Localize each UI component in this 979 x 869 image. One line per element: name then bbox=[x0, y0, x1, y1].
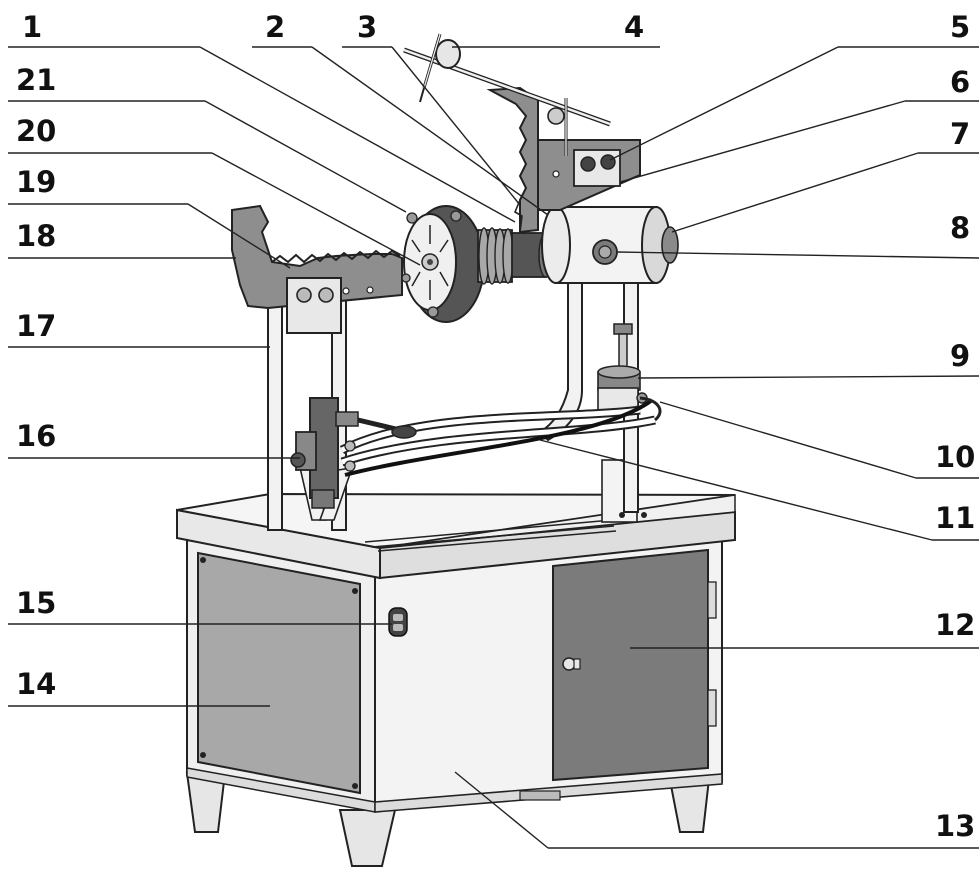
label-3: 3 bbox=[357, 10, 377, 44]
leader-line-10-diag bbox=[659, 401, 917, 479]
leader-line-11-diag bbox=[539, 439, 933, 541]
label-20: 20 bbox=[16, 114, 56, 148]
label-5: 5 bbox=[950, 10, 970, 44]
door-lock-icon bbox=[562, 657, 581, 671]
label-12: 12 bbox=[935, 608, 975, 642]
control-valve bbox=[290, 397, 417, 509]
leader-line-21-diag bbox=[204, 100, 407, 213]
label-2: 2 bbox=[265, 10, 285, 44]
leader-line-3-diag bbox=[391, 46, 521, 206]
leader-line-2-diag bbox=[311, 46, 549, 216]
callout-labels: 1 2 3 4 5 6 7 8 9 10 11 12 13 14 15 16 1… bbox=[16, 10, 975, 843]
label-11: 11 bbox=[935, 501, 975, 535]
gauge-arm bbox=[403, 33, 611, 156]
leader-line-1-diag bbox=[199, 46, 516, 223]
hoses bbox=[339, 396, 662, 477]
power-switch bbox=[388, 607, 408, 637]
leader-line-13-diag bbox=[454, 771, 549, 849]
leader-line-8 bbox=[616, 251, 979, 259]
label-1: 1 bbox=[22, 10, 42, 44]
label-16: 16 bbox=[16, 419, 56, 453]
label-10: 10 bbox=[935, 440, 975, 474]
label-21: 21 bbox=[16, 63, 56, 97]
leader-lines bbox=[8, 46, 979, 849]
cabinet-door bbox=[552, 548, 709, 782]
leader-line-7-diag bbox=[671, 152, 919, 233]
left-jaw bbox=[231, 204, 403, 334]
label-9: 9 bbox=[950, 339, 970, 373]
label-8: 8 bbox=[950, 211, 970, 245]
label-6: 6 bbox=[950, 65, 970, 99]
label-13: 13 bbox=[935, 809, 975, 843]
label-19: 19 bbox=[16, 165, 56, 199]
label-15: 15 bbox=[16, 586, 56, 620]
right-jaw bbox=[486, 86, 641, 234]
label-14: 14 bbox=[16, 667, 56, 701]
label-17: 17 bbox=[16, 309, 56, 343]
machine-illustration bbox=[176, 33, 736, 867]
leader-line-6-diag bbox=[619, 100, 906, 183]
leader-line-5-diag bbox=[609, 46, 839, 161]
main-cylinder bbox=[541, 206, 679, 284]
left-side-panel bbox=[197, 551, 361, 795]
leader-line-9 bbox=[637, 375, 979, 379]
label-7: 7 bbox=[950, 117, 970, 151]
leader-line-20-diag bbox=[211, 152, 421, 266]
label-18: 18 bbox=[16, 219, 56, 253]
leader-line-19-diag bbox=[187, 203, 291, 269]
pump-cylinder bbox=[597, 323, 648, 415]
flange-disc bbox=[401, 205, 485, 323]
label-4: 4 bbox=[624, 10, 644, 44]
